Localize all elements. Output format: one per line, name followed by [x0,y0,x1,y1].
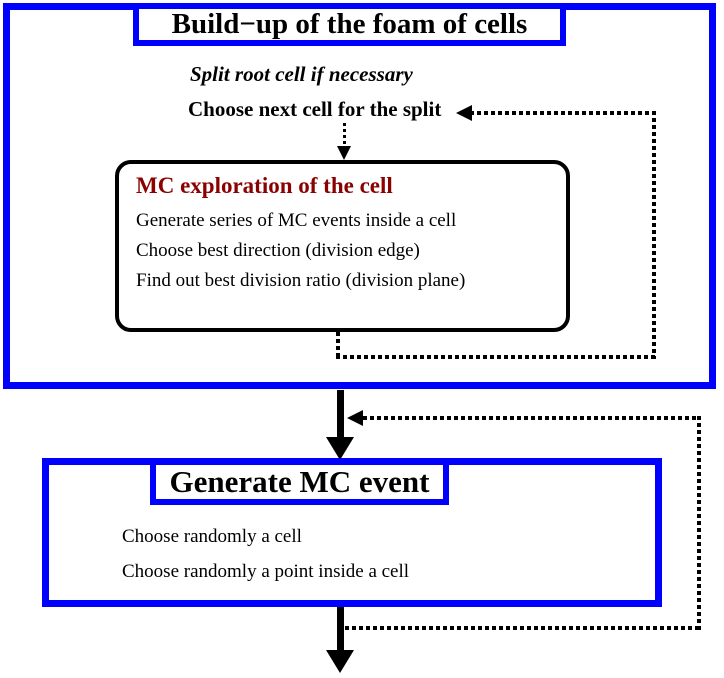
phase-transition-arrowhead-icon [326,437,354,460]
build-loop-segment-top [470,111,656,115]
build-loop-arrowhead-icon [456,105,472,121]
build-loop-segment-bottom [336,355,657,359]
exit-arrow-shaft [337,607,344,653]
build-loop-segment-right [652,111,656,359]
generate-loop-segment-bottom [345,626,701,630]
choose-next-step: Choose next cell for the split [188,97,442,121]
exploration-step-3: Find out best division ratio (division p… [136,270,466,291]
generate-loop-segment-top [363,416,701,420]
split-root-step: Split root cell if necessary [190,62,413,86]
exploration-step-2: Choose best direction (division edge) [136,240,420,261]
generate-step-2: Choose randomly a point inside a cell [122,561,410,582]
generate-step-1: Choose randomly a cell [122,526,302,547]
build-loop-segment-down [336,332,340,358]
build-phase-title-box: Build−up of the foam of cells [133,3,566,46]
exit-arrowhead-icon [326,650,354,673]
mc-exploration-title: MC exploration of the cell [136,173,393,198]
generate-loop-arrowhead-icon [347,410,363,426]
choose-to-exploration-connector [343,123,346,148]
build-phase-title: Build−up of the foam of cells [171,8,528,40]
choose-to-exploration-arrowhead-icon [337,146,351,160]
exploration-step-1: Generate series of MC events inside a ce… [136,210,457,231]
mc-exploration-box [115,160,570,332]
generate-phase-title: Generate MC event [169,464,430,499]
phase-transition-arrow-shaft [337,390,344,443]
generate-loop-segment-right [697,416,701,630]
generate-phase-title-box: Generate MC event [150,459,449,505]
